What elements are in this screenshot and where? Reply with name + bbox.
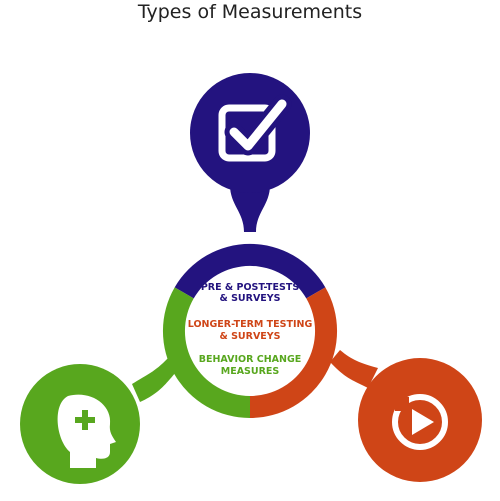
longer-term-testing-node [330,350,482,482]
center-ring [162,243,338,418]
ring-arc-orange [250,287,338,418]
play-icon [392,394,448,450]
head-plus-icon [57,394,116,468]
page-title: Types of Measurements [137,1,363,23]
behavior-change-node [20,356,176,484]
center-label-6: MEASURES [221,366,280,377]
center-label-2: & SURVEYS [219,293,280,304]
blue-connector [230,185,270,232]
center-label-1: PRE & POST-TESTS [201,282,299,293]
center-label-5: BEHAVIOR CHANGE [199,354,302,365]
checkbox-icon [218,94,292,162]
center-labels: PRE & POST-TESTS & SURVEYS LONGER-TERM T… [188,282,313,377]
ring-arc-green [162,287,250,418]
center-label-3: LONGER-TERM TESTING [188,319,313,330]
ring-arc-blue [174,243,326,299]
green-connector [132,356,176,402]
orange-connector [330,350,378,388]
center-label-4: & SURVEYS [219,331,280,342]
pre-post-tests-node [190,73,310,232]
